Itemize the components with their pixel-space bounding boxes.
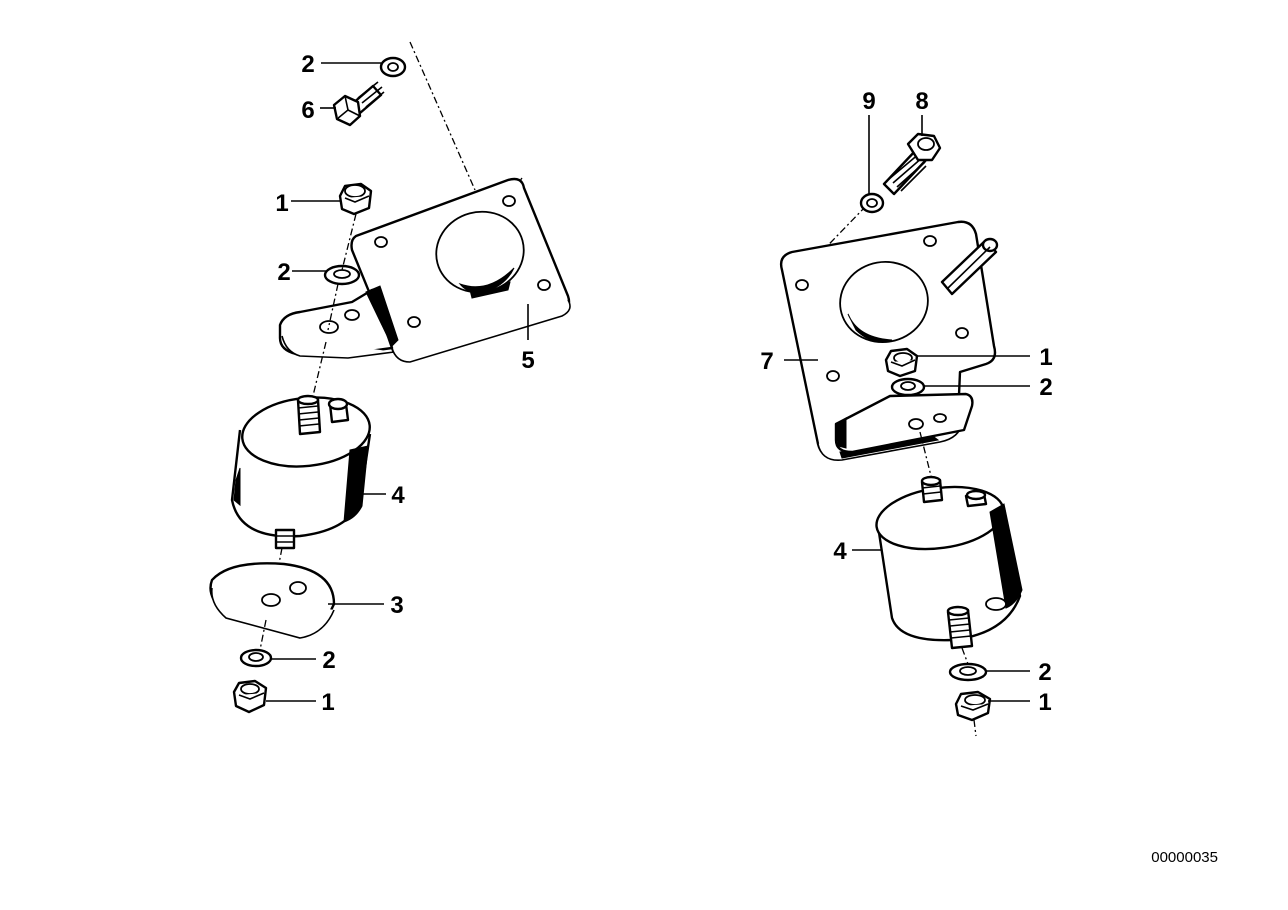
washer-upper-left <box>323 264 361 286</box>
nut-upper-left <box>338 182 373 216</box>
assembly-line-mid-left <box>311 213 357 401</box>
bolt-right <box>882 132 942 196</box>
bolt-left <box>332 81 385 127</box>
document-id: 00000035 <box>1151 849 1218 866</box>
bracket-left <box>278 177 571 363</box>
callout-washer-upper-right: 2 <box>1039 374 1052 401</box>
callout-plate-left: 3 <box>390 592 403 619</box>
washer-upper-right <box>890 377 926 397</box>
callout-nut-upper-right: 1 <box>1039 344 1052 371</box>
left-assembly: 2 6 1 2 5 4 3 2 1 <box>209 41 571 716</box>
bracket-right <box>779 220 999 461</box>
assembly-line-top-right <box>807 205 867 267</box>
assembly-line-low-right <box>961 647 969 665</box>
callout-washer-top-left: 2 <box>301 51 314 78</box>
plate-left <box>209 562 336 639</box>
callout-nut-lower-left: 1 <box>321 689 334 716</box>
nut-lower-left <box>232 679 268 714</box>
callout-mount-left: 4 <box>391 482 405 509</box>
rubber-mount-left <box>230 394 372 550</box>
callout-bracket-right: 7 <box>760 348 773 375</box>
callout-bracket-left: 5 <box>521 347 534 374</box>
callout-washer-right: 9 <box>862 88 875 115</box>
callout-washer-lower-left: 2 <box>322 647 335 674</box>
rubber-mount-right <box>875 475 1023 650</box>
assembly-line-bottom-right <box>973 719 977 737</box>
callout-bolt-left: 6 <box>301 97 314 124</box>
right-assembly: 9 8 7 1 2 4 2 1 <box>760 88 1053 737</box>
callout-washer-lower-right: 2 <box>1038 659 1051 686</box>
washer-lower-right <box>948 662 988 682</box>
callout-nut-lower-right: 1 <box>1038 689 1051 716</box>
assembly-line-plate-left <box>259 619 267 651</box>
washer-top-left <box>379 56 407 78</box>
assembly-line-mid-right <box>919 431 933 481</box>
callout-mount-right: 4 <box>833 538 847 565</box>
callout-washer-upper-left: 2 <box>277 259 290 286</box>
callout-nut-upper-left: 1 <box>275 190 288 217</box>
washer-lower-left <box>239 648 273 668</box>
nut-lower-right <box>954 690 992 722</box>
washer-right <box>859 192 885 214</box>
assembly-line-top-left <box>409 41 476 191</box>
callout-bolt-right: 8 <box>915 88 928 115</box>
nut-upper-right <box>884 347 919 378</box>
